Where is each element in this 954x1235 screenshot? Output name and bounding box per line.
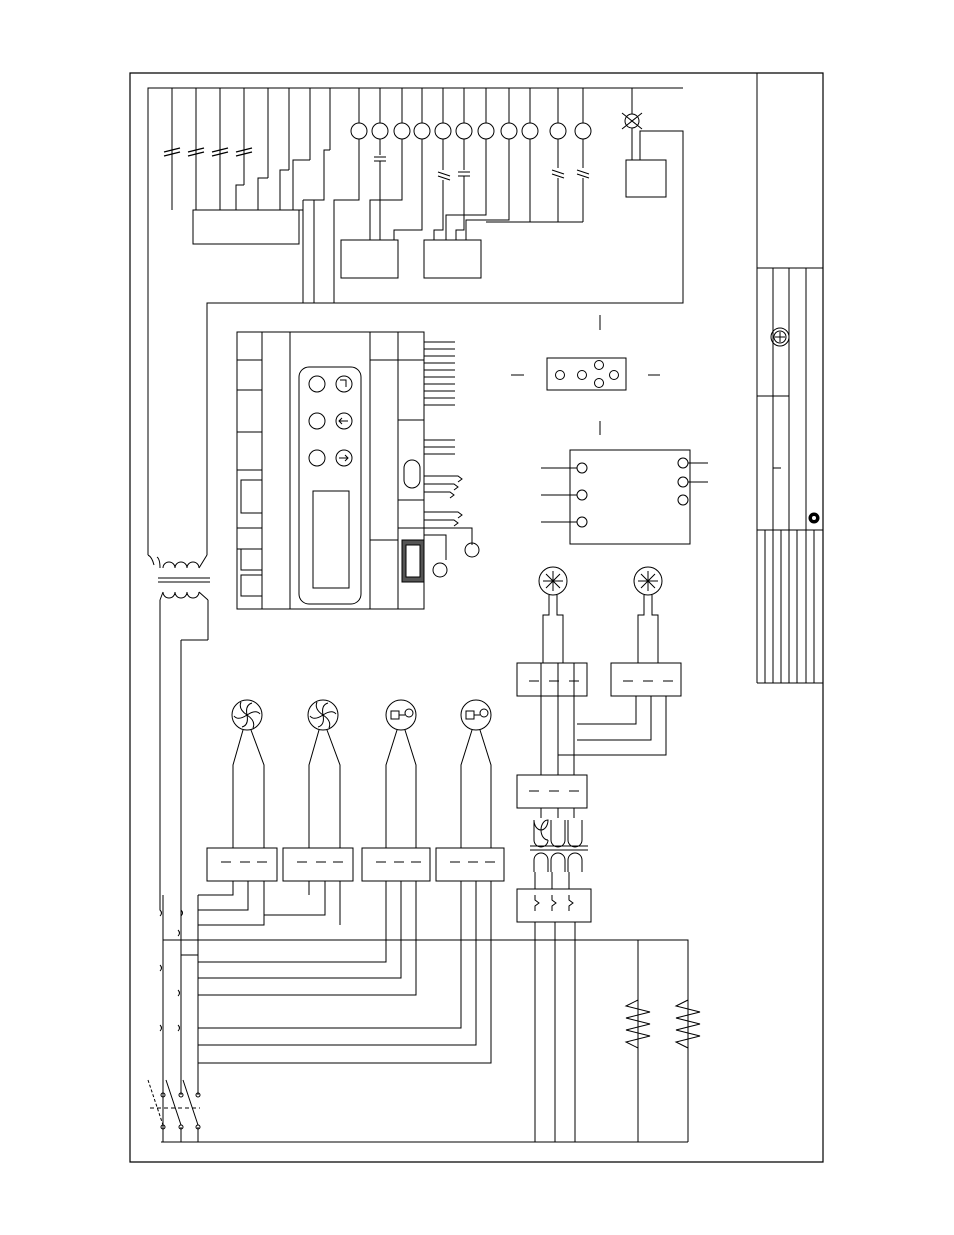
esc-button[interactable] (336, 376, 352, 392)
heater-circuit (161, 940, 700, 1142)
contactor-cv2 (436, 848, 504, 881)
evaporator-fan-1 (232, 700, 264, 848)
condenser-fan-2 (634, 567, 662, 663)
alarm-button[interactable] (309, 413, 325, 429)
controller-display (313, 491, 349, 588)
title-block (757, 73, 823, 683)
overload-relay (517, 889, 591, 922)
control-circuit-top (148, 88, 683, 555)
three-phase-transformer (530, 820, 588, 872)
controller-unit (237, 332, 479, 609)
contactor-cf1 (517, 663, 587, 696)
enter-button[interactable] (309, 450, 325, 466)
evaporator-fan-2 (308, 700, 340, 848)
sensor-probe-a (465, 543, 479, 557)
compressor-valve-2 (461, 700, 491, 848)
contactor-cv1 (362, 848, 430, 881)
compressor-valve-1 (386, 700, 416, 848)
keypad-panel (299, 367, 361, 604)
rj-port-a (241, 549, 262, 570)
rj-port-b (241, 575, 262, 596)
fan-icon (310, 702, 336, 728)
sensor-probe-b (433, 563, 447, 577)
controller-fuse (241, 480, 262, 513)
terminal-board (541, 450, 708, 544)
fan-icon (638, 571, 658, 591)
contactor-cf2 (611, 663, 681, 696)
contactor-ef2 (283, 848, 353, 881)
valve-icon (466, 711, 474, 719)
controller-outputs (424, 342, 479, 577)
control-transformer (148, 555, 210, 900)
indicator-lamps (351, 123, 591, 139)
condenser-fan-1 (539, 567, 567, 663)
relay-box-b (424, 240, 481, 278)
fan-icon (543, 571, 563, 591)
prg-icon[interactable] (309, 376, 325, 392)
valve-icon (391, 711, 399, 719)
connector-block (511, 315, 660, 435)
alarm-box (626, 160, 666, 197)
manufacturer-logo-icon (809, 513, 819, 523)
contactor-ef1 (207, 848, 277, 881)
relay-box-a (341, 240, 398, 278)
main-supply-bus (148, 895, 575, 1142)
terminal-block-top (193, 210, 299, 244)
fan-icon (234, 702, 260, 728)
certification-mark-icon (771, 328, 789, 346)
signal-lamp-icon (622, 113, 642, 129)
